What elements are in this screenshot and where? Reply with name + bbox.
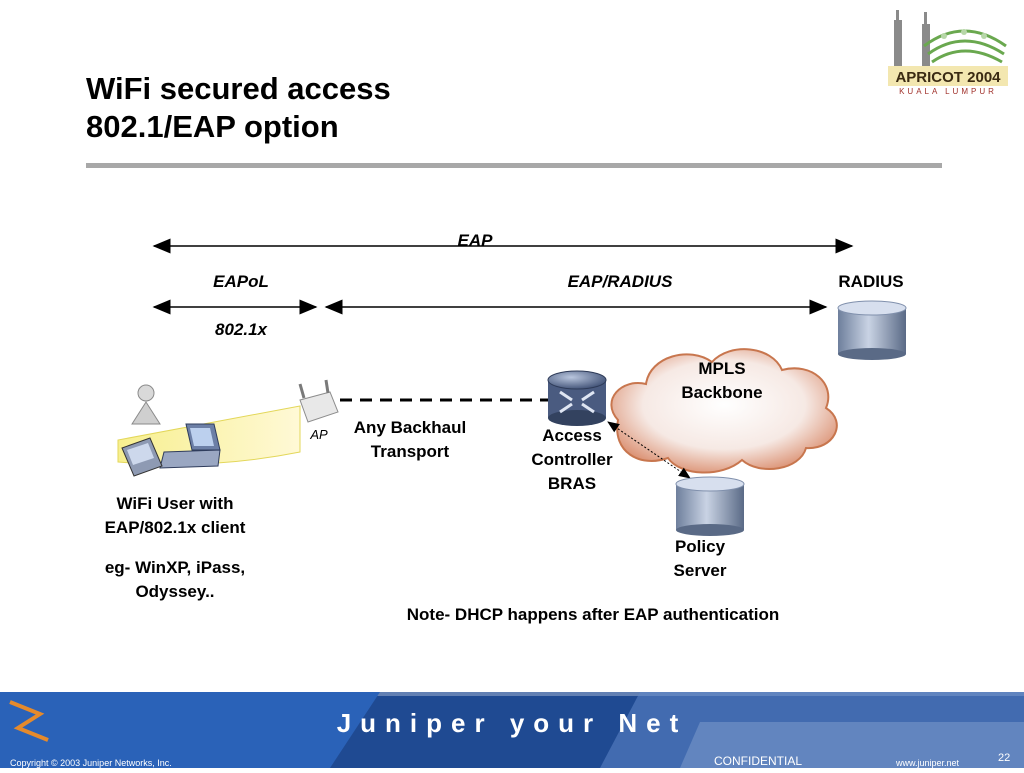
access-controller-router-icon	[547, 370, 607, 426]
mpls-label: MPLS Backbone	[662, 357, 782, 405]
footer-confidential: CONFIDENTIAL	[714, 754, 803, 768]
ac-line-1: Access	[542, 426, 602, 445]
logo-name: APRICOT 2004	[895, 69, 1001, 86]
backhaul-line-1: Any Backhaul	[353, 418, 467, 437]
access-point-icon	[298, 379, 339, 423]
ac-line-3: BRAS	[547, 474, 597, 493]
pda-icon	[121, 437, 163, 477]
policy-server-label: Policy Server	[640, 535, 760, 583]
logo-sub: KUALA LUMPUR	[899, 87, 997, 96]
user-line-2: EAP/802.1x client	[104, 518, 246, 537]
policy-line-2: Server	[673, 561, 727, 580]
user-icon	[131, 384, 161, 425]
footer-url: www.juniper.net	[896, 758, 960, 768]
ac-line-2: Controller	[531, 450, 613, 469]
footer-page-number: 22	[998, 752, 1011, 764]
network-diagram	[117, 238, 907, 536]
backhaul-label: Any Backhaul Transport	[335, 416, 485, 464]
footer-banner: Juniper your Net	[0, 692, 1024, 768]
laptop-icon	[159, 423, 221, 469]
user-line-3: eg- WinXP, iPass,	[104, 558, 246, 577]
title-line-2: 802.1/EAP option	[86, 109, 339, 144]
access-controller-label: Access Controller BRAS	[512, 424, 632, 496]
mpls-line-1: MPLS	[698, 359, 746, 378]
footer-arrow-icon	[9, 700, 49, 742]
radius-server-icon	[837, 300, 907, 360]
wifi-user-label: WiFi User with EAP/802.1x client eg- Win…	[70, 492, 280, 604]
dhcp-note: Note- DHCP happens after EAP authenticat…	[406, 605, 780, 624]
apricot-logo: APRICOT 2004 KUALA LUMPUR	[884, 6, 1012, 96]
policy-server-icon	[675, 476, 745, 536]
backhaul-line-2: Transport	[370, 442, 450, 461]
user-line-4: Odyssey..	[135, 582, 215, 601]
eap-radius-label: EAP/RADIUS	[567, 272, 673, 291]
ap-label: AP	[310, 427, 328, 442]
footer-brand: Juniper your Net	[337, 708, 688, 738]
dot1x-label: 802.1x	[215, 320, 267, 339]
title-line-1: WiFi secured access	[86, 71, 391, 106]
slide-title: WiFi secured access 802.1/EAP option	[86, 70, 391, 146]
title-divider	[86, 163, 942, 168]
user-line-1: WiFi User with	[116, 494, 234, 513]
footer-copyright: Copyright © 2003 Juniper Networks, Inc.	[10, 758, 172, 768]
mpls-line-2: Backbone	[681, 383, 763, 402]
radius-label: RADIUS	[838, 272, 904, 291]
policy-line-1: Policy	[674, 537, 726, 556]
policy-link	[607, 421, 691, 479]
eap-label: EAP	[457, 231, 493, 250]
eapol-label: EAPoL	[213, 272, 269, 291]
